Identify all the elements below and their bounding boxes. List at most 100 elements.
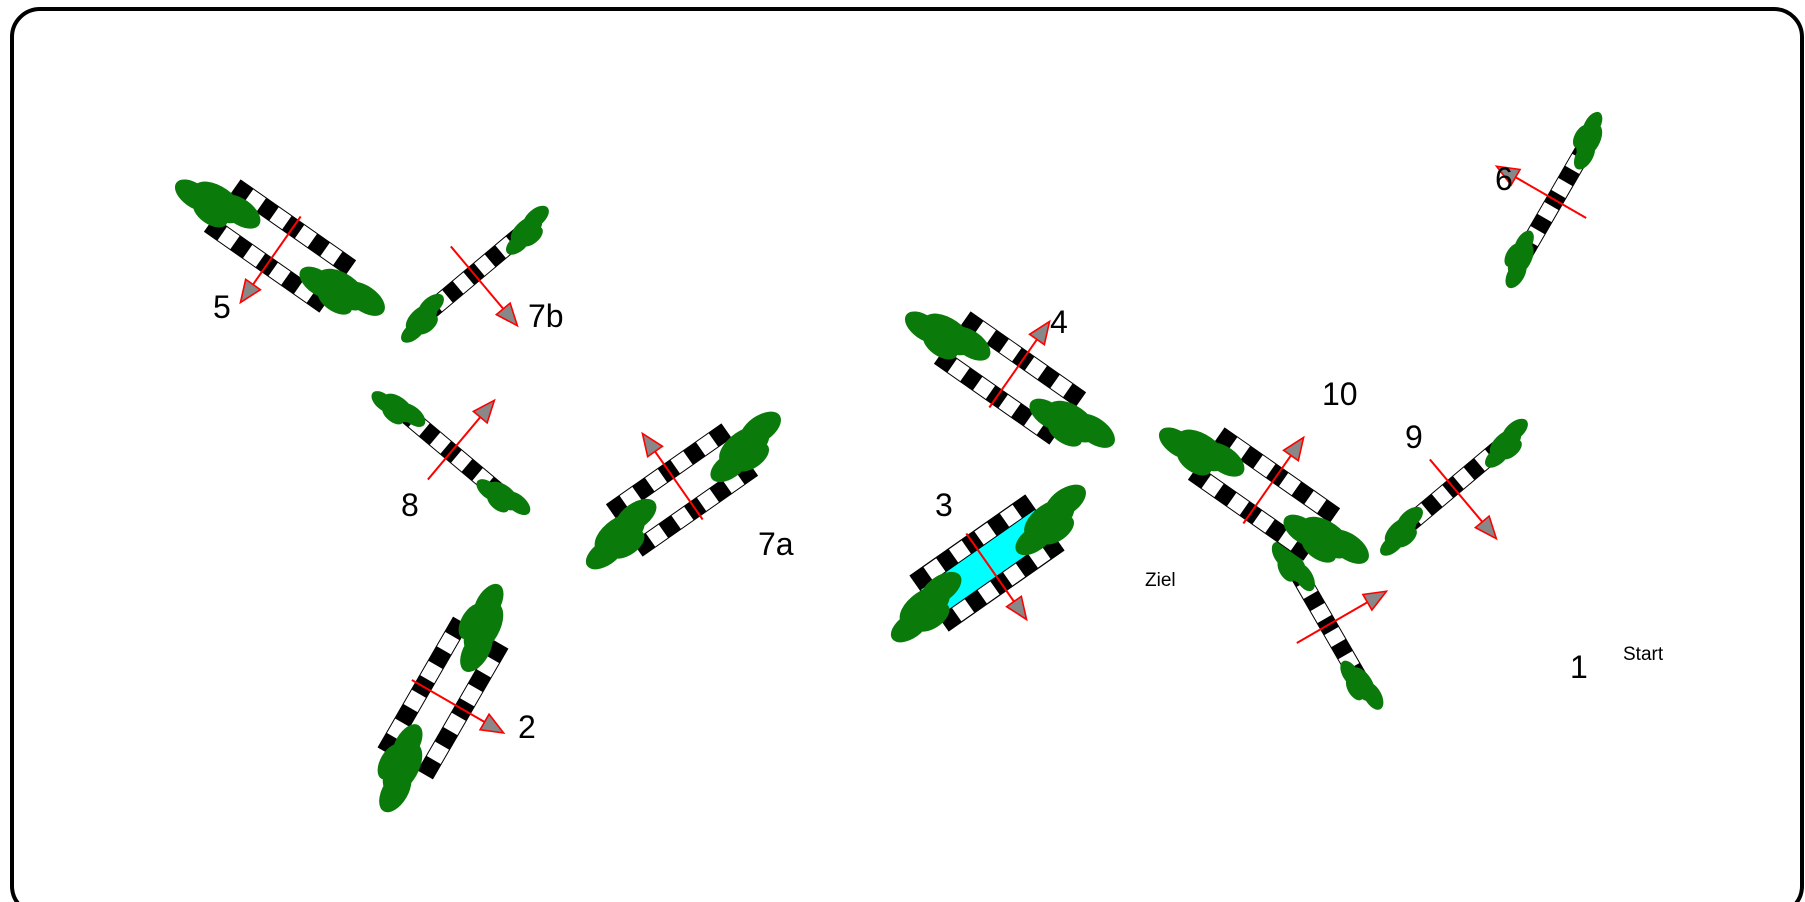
pole-segment <box>1537 201 1559 223</box>
pole-segment <box>394 703 418 728</box>
pole-segment <box>986 513 1010 537</box>
direction-line <box>965 532 1018 606</box>
direction-head <box>1361 590 1389 612</box>
pole-segment <box>999 338 1023 362</box>
pole-segment <box>671 506 695 530</box>
bush-blob <box>920 571 962 606</box>
bush-blob <box>734 442 770 472</box>
pole-segment <box>461 458 484 482</box>
pole-segment <box>1252 510 1276 534</box>
bush-blob <box>1044 484 1086 519</box>
pole-segment <box>467 669 492 693</box>
obstacle-7a <box>585 411 781 570</box>
pole-segment <box>998 394 1022 418</box>
hedge-bush-icon <box>377 724 423 813</box>
direction-line <box>1296 599 1372 644</box>
pole-segment <box>256 197 280 221</box>
pole-segment <box>428 646 452 670</box>
bush-blob <box>1362 681 1384 710</box>
direction-arrow-icon <box>965 532 1028 622</box>
pole-segment <box>1278 472 1302 496</box>
obstacle-3 <box>890 484 1086 643</box>
bush-blob <box>487 492 509 513</box>
direction-arrow-icon <box>1296 590 1389 644</box>
pole-segment <box>708 423 732 447</box>
pole-segment <box>1024 356 1048 380</box>
bush-blob <box>1505 260 1527 289</box>
pole-segment <box>230 235 253 259</box>
pole-segment <box>429 432 452 455</box>
pole-segment <box>1012 495 1036 519</box>
direction-line <box>450 245 507 313</box>
bush-blob <box>1203 442 1245 477</box>
pole-segment <box>1310 602 1333 624</box>
obstacle-number-label: 3 <box>935 487 953 523</box>
direction-head <box>494 301 519 328</box>
hedge-bush-icon <box>505 205 549 255</box>
bush-blob <box>922 330 958 360</box>
direction-line <box>249 215 302 289</box>
pole-segment <box>999 504 1023 528</box>
direction-arrow-icon <box>427 398 496 481</box>
pole-segment <box>281 271 304 295</box>
pole-segment <box>1557 165 1580 187</box>
pole-segment <box>974 521 997 546</box>
bush-blob <box>1301 533 1337 563</box>
pole-segment <box>1015 553 1039 578</box>
bush-blob <box>914 602 950 632</box>
pole-segment <box>217 226 241 250</box>
arena-border <box>10 7 1804 902</box>
bush-blob <box>1327 529 1369 564</box>
pole-segment <box>1214 483 1237 507</box>
pole-segment <box>1324 626 1346 648</box>
direction-line <box>411 679 489 725</box>
pole-segment <box>1331 638 1353 660</box>
bush-blob <box>317 285 353 315</box>
bush-blob <box>1345 676 1364 701</box>
pole-segment <box>1463 457 1486 481</box>
pole-segment <box>986 329 1010 353</box>
bush-blob <box>521 226 543 247</box>
pole-segment <box>964 589 988 613</box>
hedge-bush-icon <box>1380 506 1423 556</box>
obstacle-number-label: 5 <box>213 289 231 325</box>
pole-segment <box>332 251 356 275</box>
pole-segment <box>269 206 293 230</box>
hedge-bush-icon <box>890 571 962 643</box>
direction-head <box>1028 319 1051 347</box>
hedge-bush-icon <box>1283 514 1369 564</box>
pole-segment <box>1240 445 1264 469</box>
direction-head <box>239 277 262 305</box>
hedge-bush-icon <box>401 293 444 343</box>
pole-segment <box>1420 493 1443 516</box>
pole-segment <box>683 441 706 465</box>
bush-blob <box>1039 515 1075 545</box>
direction-line <box>1242 451 1295 525</box>
pole-segment <box>1291 481 1315 505</box>
hedge-bush-icon <box>1340 660 1384 710</box>
hedge-bush-icon <box>1484 418 1528 468</box>
hedge-bush-icon <box>1029 398 1115 448</box>
direction-line <box>427 413 484 481</box>
pole-segment <box>645 523 669 548</box>
bush-blob <box>219 194 261 229</box>
direction-head <box>471 398 496 425</box>
hedge-bush-icon <box>904 311 991 361</box>
obstacle-5 <box>174 179 385 316</box>
pole-segment <box>434 726 458 751</box>
bush-blob <box>615 498 657 533</box>
pole-segment <box>1550 177 1573 199</box>
hedge-bush-icon <box>1572 111 1603 170</box>
obstacle-2 <box>377 583 509 813</box>
bush-blob <box>949 326 991 361</box>
direction-head <box>1473 514 1498 541</box>
bush-blob <box>460 629 493 672</box>
pole-segment <box>1303 590 1326 612</box>
pole-segment <box>403 689 427 713</box>
bush-blob <box>739 411 781 446</box>
pole-segment <box>294 224 318 248</box>
pole-segment <box>1050 374 1073 398</box>
pole-segment <box>1062 383 1086 407</box>
bush-blob <box>343 281 385 316</box>
bush-blob <box>1047 417 1083 447</box>
